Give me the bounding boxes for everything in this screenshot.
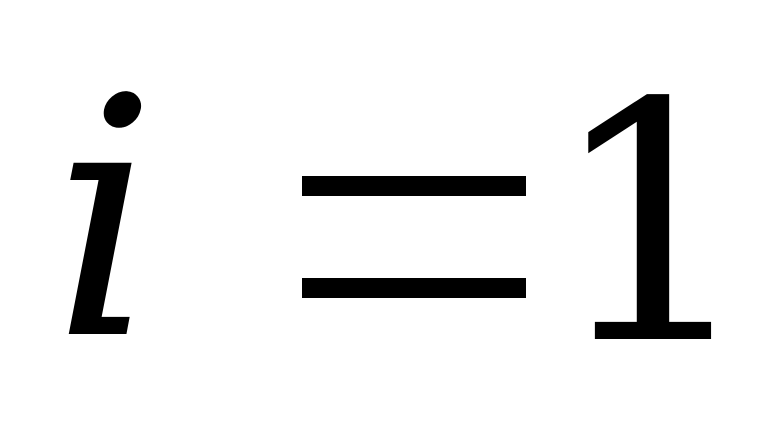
- variable-i: i: [52, 28, 158, 412]
- equals-bottom-bar: [302, 278, 526, 298]
- value-one: 1: [548, 33, 758, 417]
- equals-sign: =: [302, 176, 526, 298]
- equals-top-bar: [302, 176, 526, 196]
